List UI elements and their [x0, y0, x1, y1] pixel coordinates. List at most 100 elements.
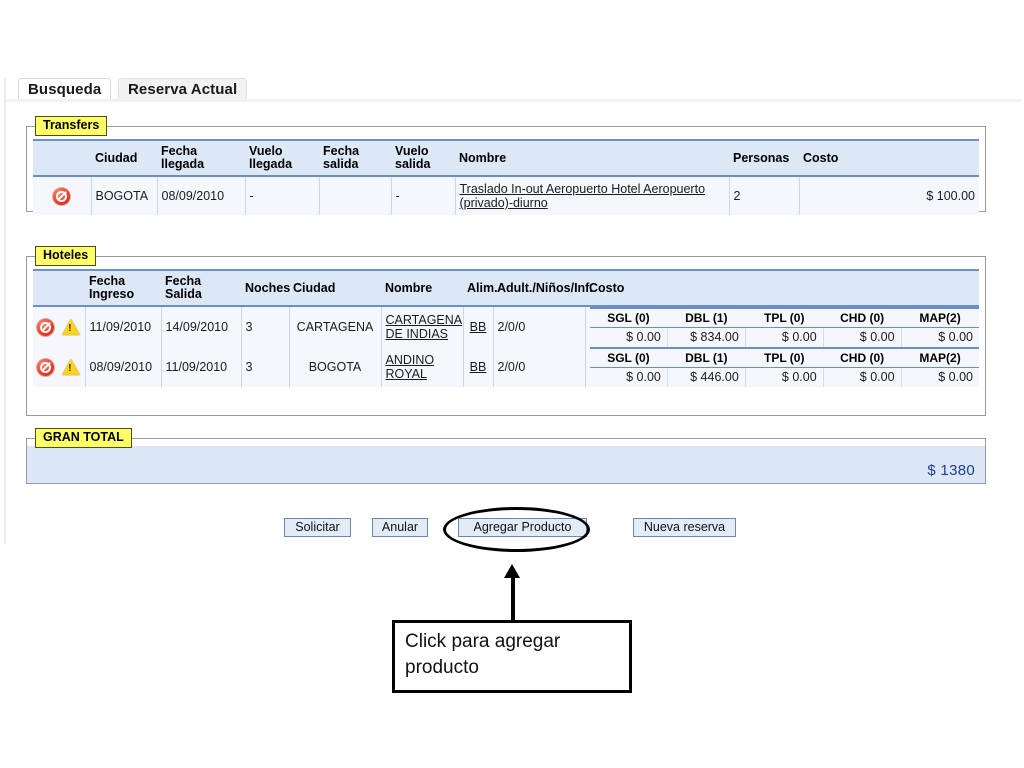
- th-rate-chd: CHD (0): [823, 347, 902, 368]
- gran-total-body: $ 1380: [27, 445, 985, 483]
- rate-sgl-value: $ 0.00: [589, 367, 668, 387]
- transfer-personas: 2: [729, 176, 800, 215]
- th-rate-dbl: DBL (1): [667, 307, 746, 328]
- rates-header-row: SGL (0) DBL (1) TPL (0) CHD (0) MAP(2): [589, 307, 979, 328]
- hotel-alim-link[interactable]: BB: [469, 360, 487, 374]
- hoteles-table-wrap: Fecha Ingreso Fecha Salida Noches Ciudad…: [27, 257, 985, 391]
- rates-value-row: $ 0.00 $ 446.00 $ 0.00 $ 0.00 $ 0.00: [589, 367, 979, 387]
- hotel-delete-cell[interactable]: [33, 306, 57, 347]
- rates-header-row: SGL (0) DBL (1) TPL (0) CHD (0) MAP(2): [589, 347, 979, 368]
- transfer-fecha-llegada: 08/09/2010: [157, 176, 246, 215]
- transfers-table: Ciudad Fecha llegada Vuelo llegada Fecha…: [33, 139, 979, 215]
- rate-map-value: $ 0.00: [901, 327, 979, 347]
- transfer-delete-cell[interactable]: [33, 176, 92, 215]
- table-row: 08/09/2010 11/09/2010 3 BOGOTA ANDINO RO…: [33, 347, 979, 387]
- th-transfers-personas: Personas: [729, 139, 799, 177]
- hotel-fecha-ingreso: 08/09/2010: [85, 347, 162, 387]
- transfers-group: Transfers Ciudad Fecha llegada Vuelo lle…: [26, 116, 986, 215]
- hoteles-group: Hoteles Fecha Ingreso Fecha Salida Noche…: [26, 246, 986, 416]
- anular-button[interactable]: Anular: [372, 518, 428, 537]
- th-hoteles-alim: Alim.: [463, 269, 498, 307]
- gran-total-amount: $ 1380: [927, 462, 975, 479]
- th-rate-map: MAP(2): [901, 307, 979, 328]
- hotel-adult: 2/0/0: [493, 347, 586, 387]
- warning-icon[interactable]: [61, 319, 80, 335]
- reservation-panel: Busqueda Reserva Actual Transfers Ciudad…: [4, 78, 1022, 544]
- annotation-callout-text: Click para agregar producto: [405, 631, 561, 678]
- th-hoteles-ciudad: Ciudad: [289, 269, 381, 307]
- deny-icon[interactable]: [37, 358, 54, 376]
- hoteles-table: Fecha Ingreso Fecha Salida Noches Ciudad…: [33, 269, 979, 387]
- transfers-table-wrap: Ciudad Fecha llegada Vuelo llegada Fecha…: [27, 127, 985, 219]
- rate-dbl-value: $ 834.00: [667, 327, 746, 347]
- th-rate-chd: CHD (0): [823, 307, 902, 328]
- hotel-warning-cell[interactable]: [57, 306, 86, 347]
- gran-total-group: GRAN TOTAL $ 1380: [26, 428, 986, 484]
- th-hoteles-fecha-ingreso: Fecha Ingreso: [85, 269, 161, 307]
- th-rate-tpl: TPL (0): [745, 347, 824, 368]
- tabstrip-baseline: [6, 99, 1022, 102]
- th-hoteles-warn: [57, 269, 85, 307]
- hotel-nombre[interactable]: CARTAGENA DE INDIAS: [381, 306, 464, 347]
- hotel-nombre-link[interactable]: CARTAGENA DE INDIAS: [385, 313, 463, 341]
- hoteles-legend: Hoteles: [35, 246, 97, 266]
- tabstrip: Busqueda Reserva Actual: [6, 78, 1022, 102]
- hotel-alim[interactable]: BB: [463, 347, 494, 387]
- warning-icon[interactable]: [61, 359, 80, 375]
- hotel-fecha-salida: 14/09/2010: [161, 306, 242, 347]
- th-hoteles-delete: [33, 269, 57, 307]
- hotel-alim[interactable]: BB: [463, 306, 494, 347]
- th-transfers-actions: [33, 139, 91, 177]
- rate-sgl-value: $ 0.00: [589, 327, 668, 347]
- th-transfers-ciudad: Ciudad: [91, 139, 157, 177]
- transfer-nombre-link[interactable]: Traslado In-out Aeropuerto Hotel Aeropue…: [459, 182, 706, 210]
- hotel-warning-cell[interactable]: [57, 347, 86, 387]
- rate-tpl-value: $ 0.00: [745, 327, 824, 347]
- th-transfers-fecha-llegada: Fecha llegada: [157, 139, 245, 177]
- transfer-costo: $ 100.00: [799, 176, 979, 215]
- rate-map-value: $ 0.00: [901, 367, 979, 387]
- th-hoteles-adult: Adult./Niños/Inf.: [493, 269, 593, 307]
- th-rate-sgl: SGL (0): [589, 347, 668, 368]
- th-rate-sgl: SGL (0): [589, 307, 668, 328]
- rate-dbl-value: $ 446.00: [667, 367, 746, 387]
- th-hoteles-noches: Noches: [241, 269, 290, 307]
- hotel-alim-link[interactable]: BB: [469, 320, 487, 334]
- hotel-fecha-ingreso: 11/09/2010: [85, 306, 162, 347]
- transfer-nombre[interactable]: Traslado In-out Aeropuerto Hotel Aeropue…: [455, 176, 730, 215]
- th-rate-map: MAP(2): [901, 347, 979, 368]
- gran-total-legend: GRAN TOTAL: [35, 428, 132, 448]
- rates-value-row: $ 0.00 $ 834.00 $ 0.00 $ 0.00 $ 0.00: [589, 327, 979, 347]
- nueva-reserva-button[interactable]: Nueva reserva: [633, 518, 736, 537]
- deny-icon[interactable]: [53, 187, 71, 205]
- transfer-vuelo-llegada: -: [245, 176, 320, 215]
- hotel-rates-table: SGL (0) DBL (1) TPL (0) CHD (0) MAP(2): [589, 347, 979, 387]
- transfer-fecha-salida: [319, 176, 392, 215]
- hotel-nombre[interactable]: ANDINO ROYAL: [381, 347, 464, 387]
- hotel-adult: 2/0/0: [493, 306, 586, 347]
- transfer-ciudad: BOGOTA: [91, 176, 158, 215]
- th-hoteles-nombre: Nombre: [381, 269, 463, 307]
- th-hoteles-fecha-salida: Fecha Salida: [161, 269, 241, 307]
- transfers-legend: Transfers: [35, 116, 108, 136]
- tab-reserva-actual[interactable]: Reserva Actual: [118, 78, 248, 99]
- solicitar-button[interactable]: Solicitar: [284, 518, 351, 537]
- rate-chd-value: $ 0.00: [823, 367, 902, 387]
- hotel-delete-cell[interactable]: [33, 347, 57, 387]
- transfers-header-row: Ciudad Fecha llegada Vuelo llegada Fecha…: [33, 139, 979, 177]
- annotation-highlight-ellipse: [443, 507, 590, 552]
- deny-icon[interactable]: [37, 318, 54, 336]
- hotel-rates-cell: SGL (0) DBL (1) TPL (0) CHD (0) MAP(2): [585, 306, 979, 347]
- hotel-ciudad: BOGOTA: [289, 347, 382, 387]
- rate-chd-value: $ 0.00: [823, 327, 902, 347]
- hotel-ciudad: CARTAGENA: [289, 306, 382, 347]
- hotel-fecha-salida: 11/09/2010: [161, 347, 242, 387]
- hotel-rates-cell: SGL (0) DBL (1) TPL (0) CHD (0) MAP(2): [585, 347, 979, 387]
- th-transfers-fecha-salida: Fecha salida: [319, 139, 391, 177]
- annotation-arrow-shaft: [511, 570, 515, 622]
- th-transfers-vuelo-llegada: Vuelo llegada: [245, 139, 319, 177]
- tab-busqueda[interactable]: Busqueda: [18, 78, 112, 99]
- th-hoteles-costo: Costo: [585, 269, 979, 307]
- hotel-nombre-link[interactable]: ANDINO ROYAL: [385, 353, 435, 381]
- hotel-noches: 3: [241, 306, 290, 347]
